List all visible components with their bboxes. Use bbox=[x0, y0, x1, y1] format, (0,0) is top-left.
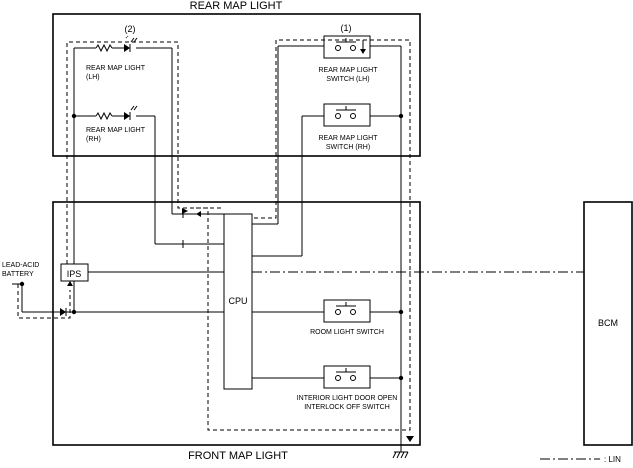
cpu-block bbox=[223, 213, 253, 390]
bcm-box bbox=[583, 201, 633, 446]
bcm-label: BCM bbox=[598, 318, 618, 328]
switch-rh-label-2: SWITCH (RH) bbox=[326, 144, 370, 151]
rear-map-light-box bbox=[52, 13, 421, 157]
diode-icon bbox=[60, 308, 67, 316]
interlock-switch-label-2: INTERLOCK OFF SWITCH bbox=[304, 404, 390, 411]
current-flow-path bbox=[17, 39, 414, 442]
bulb-icon bbox=[124, 35, 138, 120]
interlock-switch-label: INTERIOR LIGHT DOOR OPEN bbox=[297, 395, 398, 402]
battery-label-2: BATTERY bbox=[2, 271, 34, 278]
cpu-label: CPU bbox=[228, 296, 247, 306]
switch-icon bbox=[323, 35, 371, 389]
switch-lh-label-2: SWITCH (LH) bbox=[326, 76, 369, 83]
rear-rh-label: REAR MAP LIGHT bbox=[86, 127, 146, 134]
junction-dots bbox=[19, 113, 404, 381]
room-light-switch-label: ROOM LIGHT SWITCH bbox=[310, 329, 384, 336]
callout-2: (2) bbox=[125, 24, 136, 34]
rear-map-light-title: REAR MAP LIGHT bbox=[190, 0, 283, 12]
front-map-light-title: FRONT MAP LIGHT bbox=[188, 450, 288, 462]
battery-label: LEAD-ACID bbox=[2, 262, 39, 269]
switch-lh-label: REAR MAP LIGHT bbox=[319, 67, 379, 74]
rear-lh-label-2: (LH) bbox=[86, 74, 100, 81]
front-map-light-box bbox=[52, 201, 421, 446]
solid-wiring bbox=[12, 43, 409, 459]
rear-lh-label: REAR MAP LIGHT bbox=[86, 65, 146, 72]
callout-1: (1) bbox=[341, 23, 352, 33]
rear-rh-label-2: (RH) bbox=[86, 136, 101, 143]
ips-label: IPS bbox=[67, 269, 82, 279]
legend-lin-label: : LIN bbox=[604, 455, 621, 464]
switch-rh-label: REAR MAP LIGHT bbox=[319, 135, 379, 142]
